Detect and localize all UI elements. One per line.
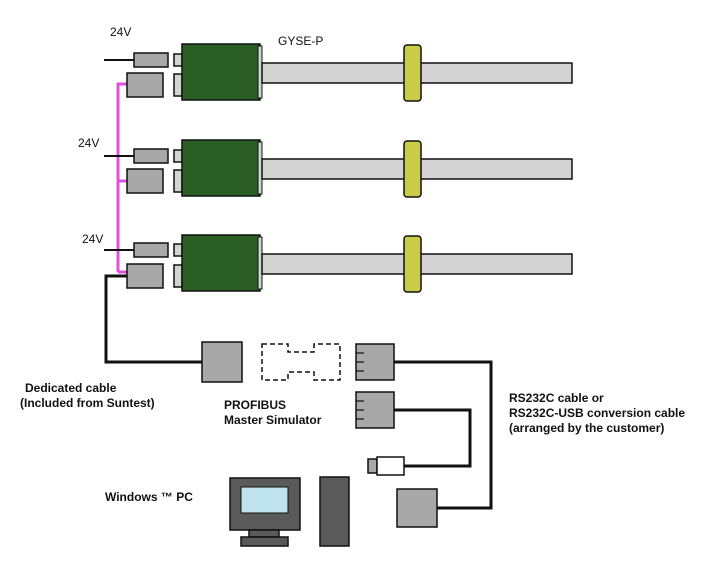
comm-socket-1: [173, 73, 183, 97]
monitor-screen: [240, 486, 289, 514]
voltage-label-1: 24V: [110, 25, 132, 39]
dedicated-cable-note: (Included from Suntest): [20, 396, 155, 410]
rs232-label-line3: (arranged by the customer): [509, 421, 665, 435]
profibus-label-line2: Master Simulator: [224, 413, 322, 427]
profibus-label-line1: PROFIBUS: [224, 398, 287, 412]
comm-connector-3: [126, 263, 164, 289]
pc-tower: [319, 476, 350, 547]
power-socket-3: [173, 243, 183, 257]
comm-socket-2: [173, 169, 183, 193]
comm-connector-1: [126, 72, 164, 98]
comm-socket-3: [173, 264, 183, 288]
power-socket-2: [173, 149, 183, 163]
monitor-stand: [248, 529, 280, 538]
actuator-unit-1: [104, 43, 573, 102]
motor-2: [181, 139, 261, 197]
actuator-unit-3: [104, 234, 573, 293]
rs232-usb-cable: [394, 408, 472, 468]
windows-pc-label: Windows ™ PC: [105, 490, 193, 504]
profibus-simulator: [201, 341, 395, 383]
rs232-label-line2: RS232C-USB conversion cable: [509, 406, 686, 420]
product-label: GYSE-P: [278, 34, 324, 48]
motor-1: [181, 43, 261, 101]
power-link-cable: [116, 82, 127, 274]
dedicated-cable: [104, 274, 202, 364]
slider-2: [403, 140, 422, 198]
pc-rs232-port: [396, 488, 438, 528]
voltage-label-2: 24V: [78, 136, 100, 150]
monitor-base: [240, 536, 289, 547]
slider-3: [403, 235, 422, 293]
power-connector-3: [133, 242, 169, 258]
simulator-adapter: [261, 343, 341, 381]
power-socket-1: [173, 53, 183, 67]
windows-pc: [229, 476, 350, 547]
pc-cables: [394, 360, 493, 510]
comm-connector-2: [126, 168, 164, 194]
power-connector-1: [133, 52, 169, 68]
dedicated-cable-label: Dedicated cable: [25, 381, 117, 395]
simulator-port-left: [201, 341, 243, 383]
actuator-unit-2: [104, 139, 573, 198]
slider-1: [403, 44, 422, 102]
usb-plug: [367, 456, 405, 476]
rs232-label-line1: RS232C cable or: [509, 391, 604, 405]
motor-3: [181, 234, 261, 292]
rs232-cable: [394, 360, 493, 510]
power-connector-2: [133, 148, 169, 164]
rs232-connector: [355, 391, 395, 429]
voltage-label-3: 24V: [82, 232, 104, 246]
